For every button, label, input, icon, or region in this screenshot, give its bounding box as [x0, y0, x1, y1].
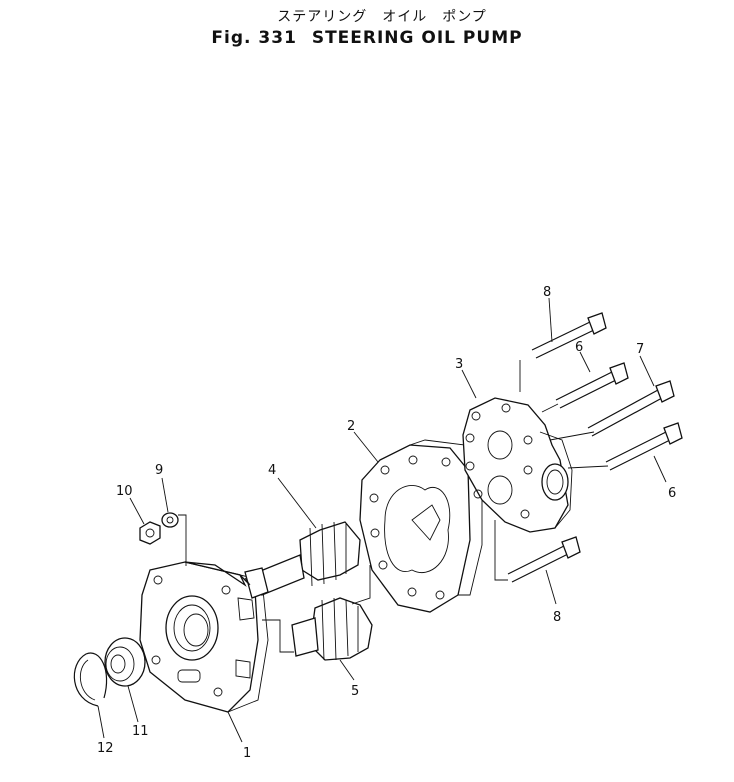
part-10-nut — [139, 521, 161, 545]
figure-title-japanese: ステアリング オイル ポンプ — [277, 9, 487, 25]
callout-5: 5 — [351, 684, 359, 699]
callout-8-upper: 8 — [543, 285, 551, 300]
part-9-washer — [161, 512, 179, 528]
part-2-gear-housing — [359, 439, 483, 613]
part-5-driven-gear — [291, 597, 373, 661]
part-7-bolt — [587, 380, 675, 437]
callout-6-upper: 6 — [575, 340, 583, 355]
part-11-bearing — [104, 637, 146, 687]
part-12-snap-ring — [73, 652, 108, 707]
part-6-bolt-lower — [605, 422, 683, 471]
callout-4: 4 — [268, 463, 276, 478]
callout-8-lower: 8 — [553, 610, 561, 625]
assembly-lines — [178, 360, 609, 653]
part-1-pump-body — [139, 561, 269, 713]
callout-12: 12 — [97, 741, 114, 756]
part-8-bolt-upper — [531, 312, 607, 359]
callout-9: 9 — [155, 463, 163, 478]
callout-7: 7 — [636, 342, 644, 357]
part-3-rear-cover — [462, 397, 573, 533]
callout-11: 11 — [132, 724, 149, 739]
part-6-bolt-upper — [555, 362, 629, 409]
figure-number: Fig. 331 — [211, 28, 297, 48]
callout-6-lower: 6 — [668, 486, 676, 501]
part-8-bolt-lower — [507, 536, 581, 583]
callout-10: 10 — [116, 484, 133, 499]
figure-title-english: STEERING OIL PUMP — [311, 28, 523, 48]
figure-title: Fig. 331 STEERING OIL PUMP — [0, 28, 734, 48]
leader-lines — [97, 297, 667, 743]
callout-1: 1 — [243, 746, 251, 761]
callout-2: 2 — [347, 419, 355, 434]
part-4-drive-gear — [244, 521, 361, 599]
callout-3: 3 — [455, 357, 463, 372]
